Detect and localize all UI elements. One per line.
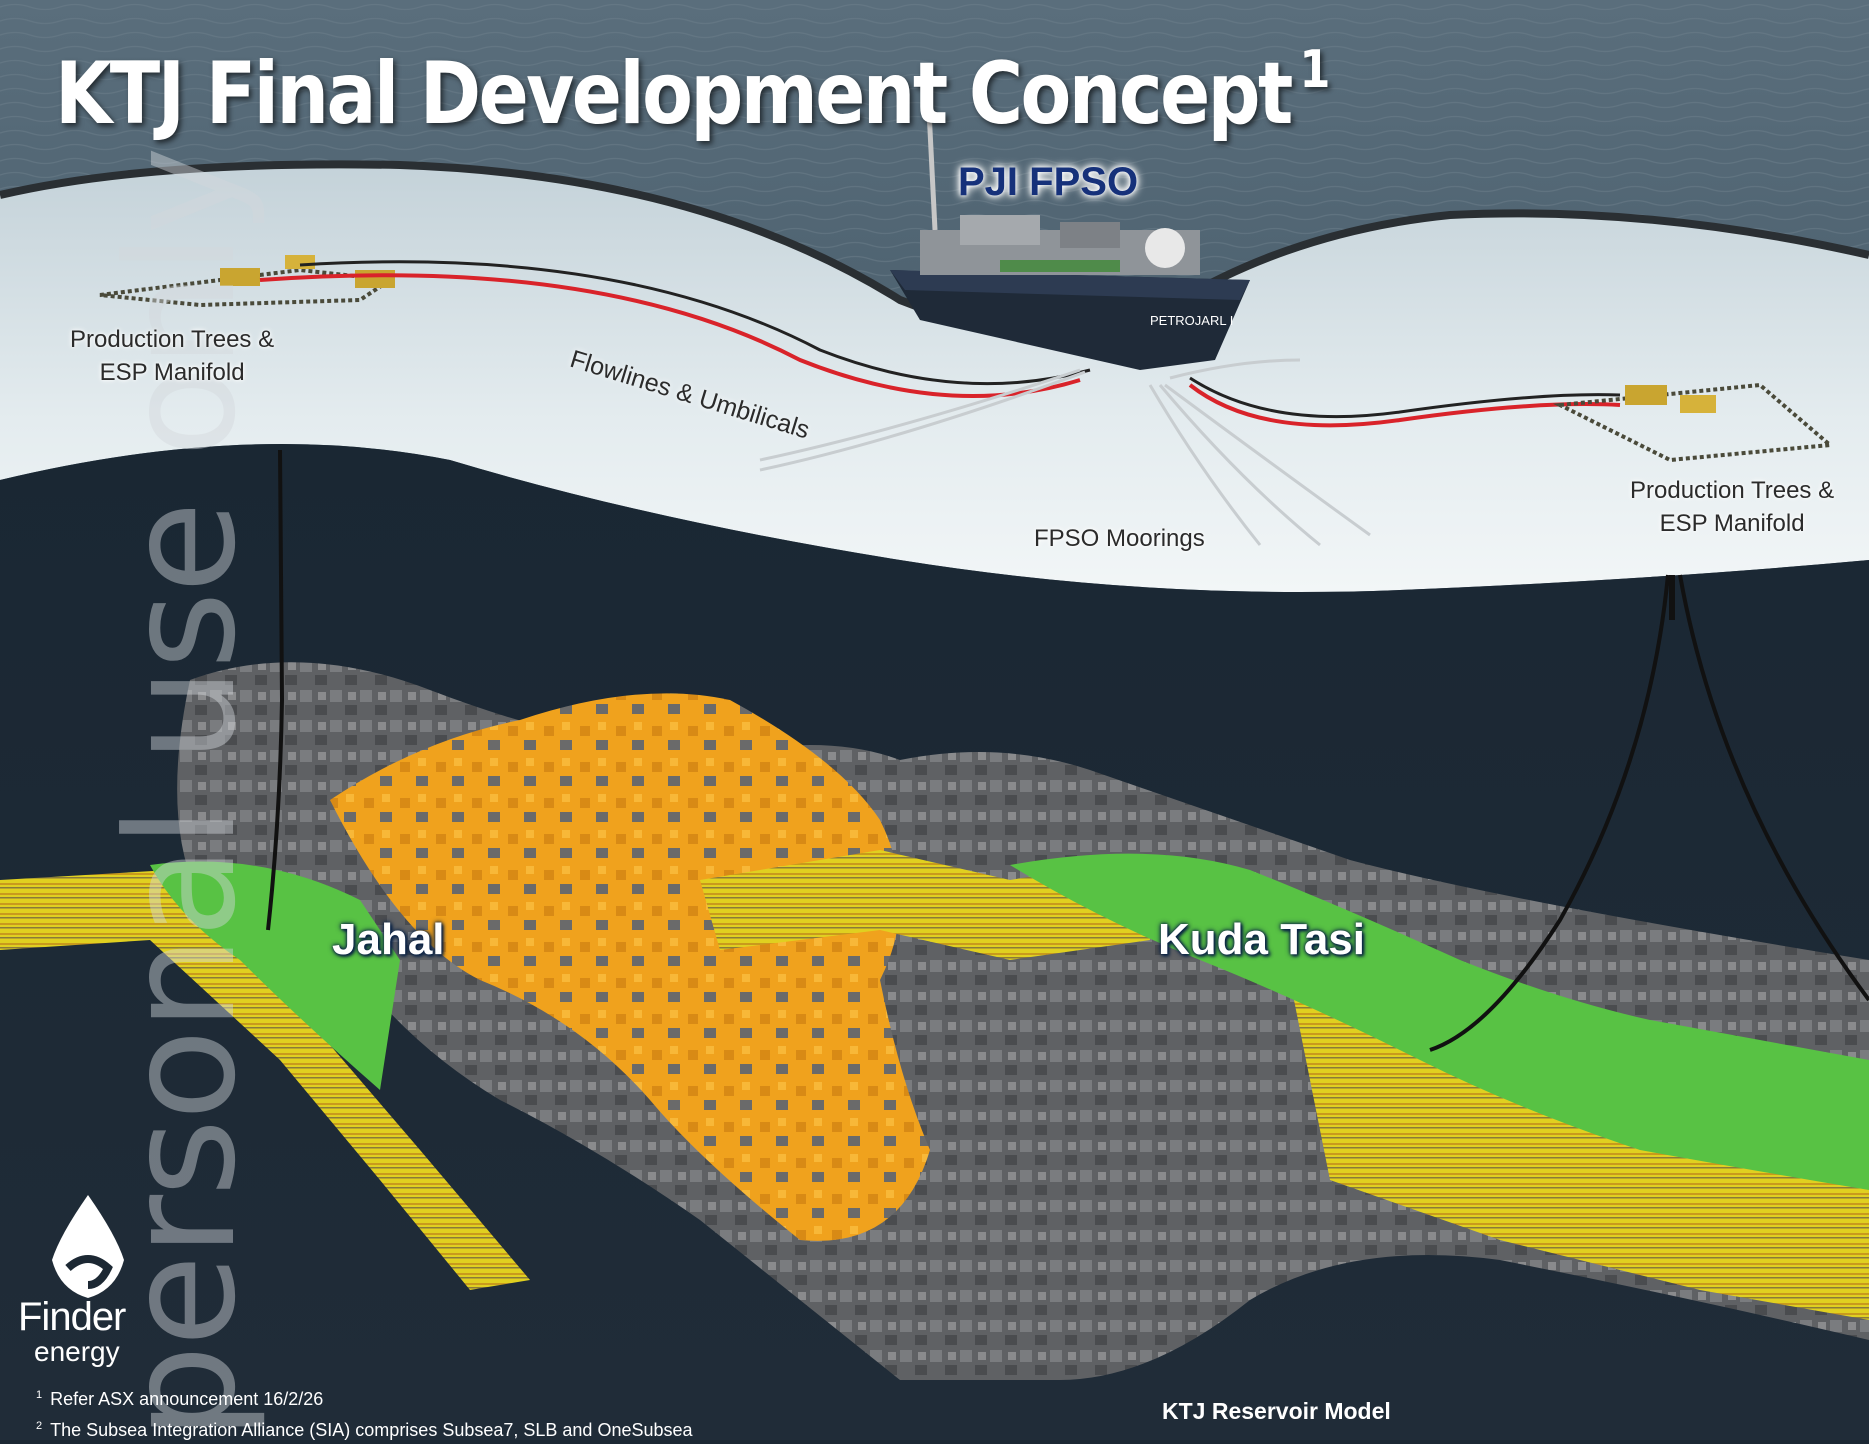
- footnote-1: 1 Refer ASX announcement 16/2/26: [36, 1382, 693, 1413]
- footnote-2-text: The Subsea Integration Alliance (SIA) co…: [50, 1420, 693, 1440]
- logo-word-energy: energy: [34, 1336, 120, 1367]
- left-manifold-label: Production Trees & ESP Manifold: [70, 323, 274, 389]
- jahal-label: Jahal: [332, 915, 445, 964]
- right-manifold: [1552, 382, 1835, 463]
- ship-name: PETROJARL I: [1150, 313, 1233, 328]
- kuda-tasi-well-1: [1429, 574, 1670, 1052]
- kuda-tasi-green-zone: [1010, 853, 1869, 1190]
- left-manifold-label-line2: ESP Manifold: [99, 359, 245, 386]
- right-manifold-label: Production Trees & ESP Manifold: [1630, 474, 1834, 540]
- finder-logo-mark: [52, 1195, 124, 1298]
- footnotes: 1 Refer ASX announcement 16/2/26 2 The Sub…: [36, 1382, 693, 1444]
- right-manifold-label-line1: Production Trees &: [1630, 477, 1835, 504]
- kuda-tasi-label: Kuda Tasi: [1158, 915, 1366, 964]
- fpso-moorings: [759, 358, 1371, 547]
- moorings-label: FPSO Moorings: [1034, 525, 1205, 552]
- footnote-2: 2 The Subsea Integration Alliance (SIA) c…: [36, 1413, 693, 1444]
- jahal-well: [266, 449, 285, 931]
- right-manifold-label-line2: ESP Manifold: [1659, 510, 1805, 537]
- left-manifold-label-line1: Production Trees &: [70, 326, 275, 353]
- logo-word-finder: Finder: [18, 1295, 126, 1339]
- footnote-1-text: Refer ASX announcement 16/2/26: [50, 1389, 324, 1409]
- footnote-2-number: 2: [36, 1420, 43, 1432]
- reservoir-orange: [330, 693, 930, 1241]
- seabed-band: [0, 164, 1869, 592]
- kuda-tasi-well-2: [1678, 574, 1869, 1002]
- fpso-vessel: PETROJARL I: [890, 89, 1250, 370]
- reservoir-model-label: KTJ Reservoir Model: [1162, 1398, 1391, 1424]
- jahal-green-zone: [150, 861, 400, 1090]
- title-superscript: 1: [1299, 40, 1330, 100]
- title-text: KTJ Final Development Concept: [55, 44, 1293, 144]
- reservoir-strata-left: [0, 870, 530, 1290]
- fpso-label: PJI FPSO: [958, 160, 1139, 204]
- footnote-1-number: 1: [36, 1389, 43, 1401]
